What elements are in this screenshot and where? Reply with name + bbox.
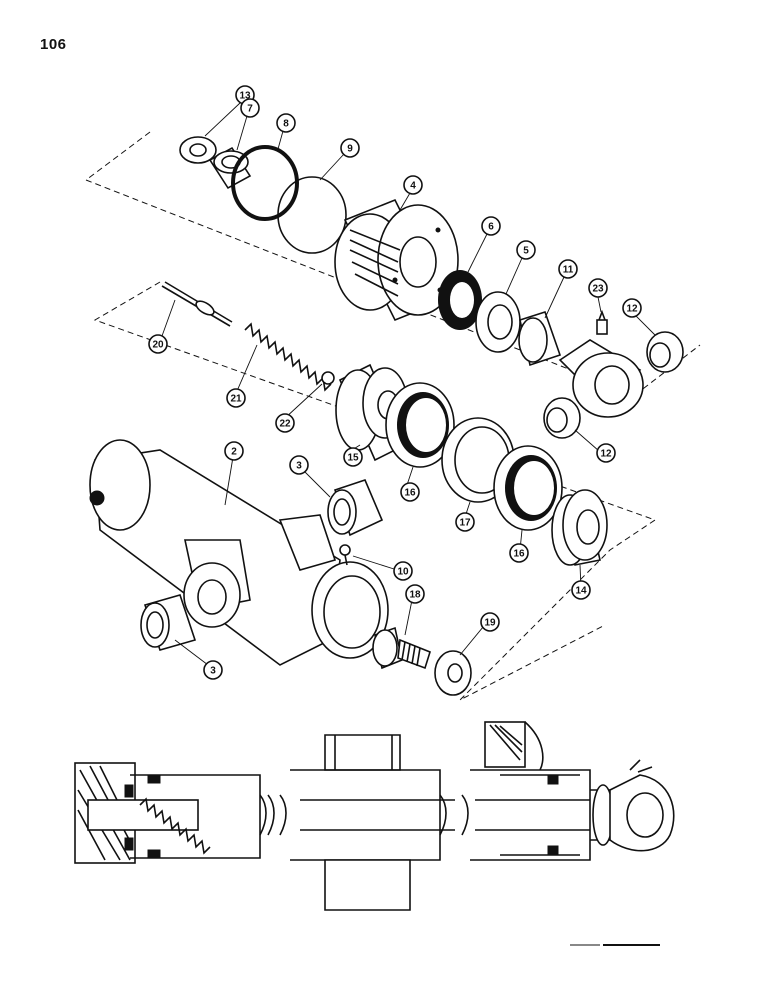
callout-4-label: 4: [410, 181, 416, 192]
callout-3-upper-label: 3: [296, 461, 302, 472]
part-5-wiper: [475, 291, 521, 353]
callout-3-upper: 3: [289, 455, 309, 475]
part-3-bushing-lower: [140, 594, 197, 651]
part-14-nut: [551, 489, 608, 566]
callout-8-label: 8: [283, 119, 289, 130]
callout-12-lower-label: 12: [600, 449, 612, 460]
part-12-bushing-lower: [543, 397, 581, 439]
callout-11-label: 11: [563, 265, 574, 276]
callout-4: 4: [403, 175, 423, 195]
callout-18: 18: [405, 584, 425, 604]
part-3-bushing-upper: [327, 479, 384, 537]
callout-21-label: 21: [230, 394, 242, 405]
callout-20-label: 20: [152, 340, 164, 351]
part-21-spring: [244, 322, 332, 392]
callout-20: 20: [148, 334, 168, 354]
callout-9-label: 9: [347, 144, 353, 155]
part-9-backup-ring: [277, 176, 347, 254]
callout-23: 23: [588, 278, 608, 298]
callout-6-label: 6: [488, 222, 494, 233]
part-10-screw: [339, 544, 351, 566]
callout-7-label: 7: [247, 104, 253, 115]
callout-19-label: 19: [484, 618, 496, 629]
rod-eye: [558, 339, 644, 418]
callout-12-upper-label: 12: [626, 304, 638, 315]
callout-16-left: 16: [400, 482, 420, 502]
callout-8: 8: [276, 113, 296, 133]
part-23-grease-fitting: [596, 309, 608, 335]
callout-19: 19: [480, 612, 500, 632]
callout-10-label: 10: [397, 567, 409, 578]
callout-5: 5: [516, 240, 536, 260]
callout-11: 11: [558, 259, 578, 279]
callout-23-label: 23: [592, 284, 604, 295]
callout-5-label: 5: [523, 246, 529, 257]
part-22-ball: [321, 371, 335, 385]
callout-3-lower-label: 3: [210, 666, 216, 677]
part-6-seal: [438, 270, 482, 330]
callout-9: 9: [340, 138, 360, 158]
part-16-piston-ring-right: [493, 445, 563, 531]
callout-2-label: 2: [231, 447, 237, 458]
part-12-bushing-upper: [646, 331, 684, 373]
part-13-washer: [179, 136, 217, 164]
part-19-washer: [434, 650, 472, 696]
callout-15: 15: [343, 447, 363, 467]
lower-group-outline: [93, 281, 657, 701]
part-20-check-valve-pin: [161, 281, 233, 327]
part-8-oring: [231, 145, 299, 221]
callout-13-label: 13: [239, 91, 251, 102]
page-number: 106: [40, 36, 67, 53]
callout-15-label: 15: [347, 453, 359, 464]
callout-3-lower: 3: [203, 660, 223, 680]
callout-16-left-label: 16: [404, 488, 416, 499]
sectional-assembly-view: [74, 721, 675, 911]
callout-7: 7: [240, 98, 260, 118]
callout-18-label: 18: [409, 590, 421, 601]
callout-12-lower: 12: [596, 443, 616, 463]
part-4-gland: [334, 198, 459, 322]
callout-21: 21: [226, 388, 246, 408]
callout-16-right-label: 16: [513, 549, 525, 560]
callout-2: 2: [224, 441, 244, 461]
callout-12-upper: 12: [622, 298, 642, 318]
part-2-cylinder-barrel: [89, 439, 389, 666]
callout-16-right: 16: [509, 543, 529, 563]
callout-leaders: [161, 102, 656, 669]
callout-14-label: 14: [575, 586, 587, 597]
callout-6: 6: [481, 216, 501, 236]
callout-17: 17: [455, 512, 475, 532]
part-18-bolt: [372, 626, 431, 670]
part-11-spacer: [518, 311, 562, 367]
callout-17-label: 17: [459, 518, 471, 529]
part-7-bushing: [208, 146, 252, 190]
part-16-piston-ring-left: [385, 382, 455, 468]
callout-10: 10: [393, 561, 413, 581]
callout-14: 14: [571, 580, 591, 600]
callout-22-label: 22: [279, 419, 291, 430]
callout-22: 22: [275, 413, 295, 433]
